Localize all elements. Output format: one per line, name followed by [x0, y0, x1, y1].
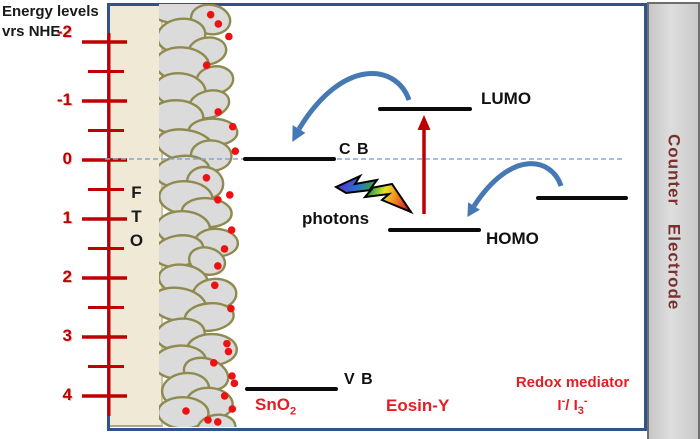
axis-tick-label: 0: [62, 149, 72, 168]
axis-tick-label: -2: [56, 22, 72, 41]
dye-molecule-dot: [227, 304, 235, 313]
axis-tick-label: 2: [62, 267, 72, 286]
axis-title-line2: vrs NHE: [2, 23, 61, 40]
electron-injection-arrow: [292, 71, 412, 142]
fto-layer: [110, 6, 163, 427]
dye-molecule-dot: [209, 359, 218, 367]
homo-level-line: [388, 228, 481, 232]
dye-molecule-dot: [224, 347, 233, 356]
eosin-label: Eosin-Y: [386, 396, 450, 415]
axis-tick-label: 4: [62, 385, 72, 404]
photoexcitation-arrow: [417, 115, 431, 214]
sno2-nanoparticle-film: [159, 4, 240, 427]
cb-level-line: [243, 157, 336, 161]
dye-molecule-dot: [202, 173, 211, 182]
redox-level-line: [536, 196, 628, 200]
fto-letter: F: [131, 183, 142, 202]
redox-title: Redox mediator: [515, 374, 630, 391]
dye-molecule-dot: [227, 226, 236, 234]
dye-molecule-dot: [228, 405, 237, 413]
lumo-level-line: [378, 107, 472, 111]
dye-molecule-dot: [225, 191, 234, 199]
dye-molecule-dot: [214, 20, 223, 28]
dye-molecule-dot: [225, 32, 233, 41]
dye-molecule-dot: [213, 418, 222, 426]
dye-molecule-dot: [214, 195, 222, 204]
lumo-label: LUMO: [481, 89, 532, 108]
axis-tick-label: -1: [56, 90, 72, 109]
dye-molecule-dot: [204, 416, 212, 424]
counter-electrode: Counter Electrode: [647, 2, 700, 439]
redox-formula: I-/ I3-: [557, 395, 588, 417]
dye-molecule-dot: [220, 392, 229, 400]
vb-level-line: [245, 387, 338, 391]
vb-label: V B: [344, 371, 374, 388]
axis-title-line1: Energy levels: [2, 3, 99, 20]
axis-title: Energy levels vrs NHE: [2, 2, 114, 42]
cb-label: C B: [339, 141, 370, 158]
energy-axis: [82, 33, 127, 416]
photon-bolt-icon: [333, 173, 414, 215]
counter-electrode-label: Counter Electrode: [664, 133, 684, 311]
homo-label: HOMO: [486, 229, 539, 248]
axis-tick-label: 3: [62, 326, 72, 345]
dye-molecule-dot: [230, 379, 239, 388]
dye-molecule-dot: [214, 108, 222, 116]
sno2-base: SnO: [255, 395, 290, 414]
dye-molecule-dot: [202, 61, 211, 70]
sno2-label: SnO2: [255, 395, 296, 417]
dye-molecule-dot: [231, 147, 240, 155]
dye-molecule-dot: [228, 122, 237, 131]
dye-regeneration-arrow: [467, 161, 564, 217]
dye-molecule-dot: [210, 281, 219, 290]
axis-tick-label: 1: [62, 208, 72, 227]
dye-molecule-dot: [214, 262, 222, 270]
dye-molecule-dot: [206, 10, 215, 19]
dye-molecule-dot: [228, 372, 236, 380]
fto-letter: T: [131, 207, 142, 226]
dye-molecule-dot: [220, 245, 229, 253]
redox-mediator-label: Redox mediator I-/ I3-: [500, 374, 645, 420]
dye-molecule-dot: [182, 407, 190, 415]
photons-label: photons: [302, 209, 370, 228]
fto-letter: O: [129, 231, 144, 250]
sno2-subscript: 2: [289, 405, 297, 418]
dye-molecule-dot: [223, 339, 231, 348]
